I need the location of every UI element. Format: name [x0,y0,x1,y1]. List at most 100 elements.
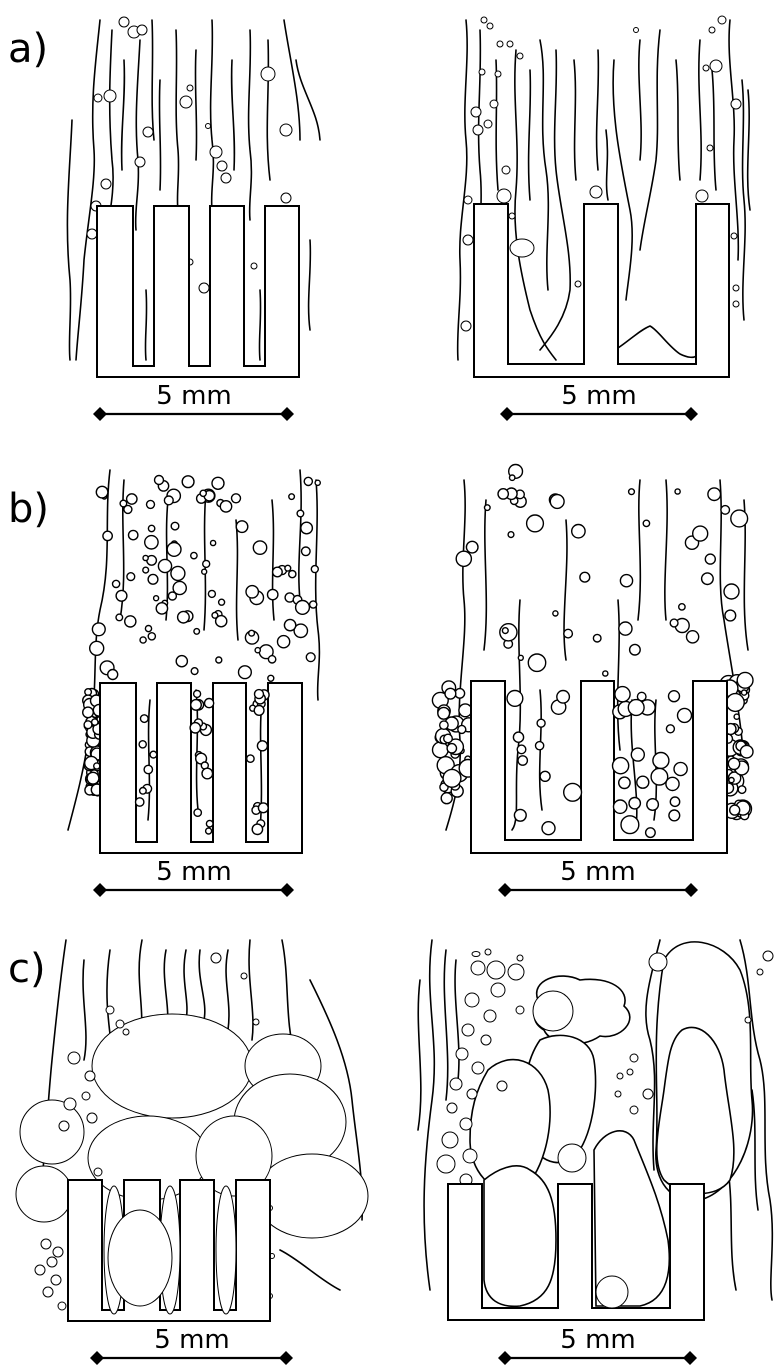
scale-label: 5 mm [560,857,635,887]
vapor-bubble [702,573,714,585]
vapor-bubble [113,580,120,587]
vapor-bubble [143,567,149,573]
vapor-bubble [580,572,590,582]
vapor-bubble [666,777,679,790]
vapor-bubble [116,590,127,601]
vapor-bubble [508,532,514,538]
panel-c-right: 5 mm [418,940,773,1358]
vapor-bubble [666,725,674,733]
vapor-bubble [301,522,313,534]
vapor-bubble [284,619,295,630]
vapor-bubble [220,501,231,512]
vapor-bubble [651,768,668,785]
vapor-bubble [557,691,570,704]
vapor-bubble [433,742,449,758]
vapor-bubble [459,704,472,717]
vapor-bubble [687,631,699,643]
vapor-bubble [629,798,640,809]
vapor-bubble [564,629,573,638]
panel-a-left: 5 mm [67,17,320,414]
vapor-bubble [726,694,744,712]
vapor-bubble [653,753,669,769]
vapor-bubble [740,745,753,758]
vapor-bubble [708,488,721,501]
vapor-bubble [156,603,167,614]
vapor-bubble [85,689,92,696]
scale-label: 5 mm [156,381,231,411]
vapor-bubble [628,700,644,716]
vapor-bubble [257,741,267,751]
fin-structure [474,204,729,377]
vapor-bubble [438,707,450,719]
vapor-bubble [127,573,135,581]
vapor-bubble [444,734,453,743]
vapor-bubble [443,769,461,787]
vapor-bubble [164,496,173,505]
vapor-bubble [620,575,632,587]
vapor-bubble [268,656,275,663]
vapor-bubble [190,723,200,733]
vapor-bubble [615,687,630,702]
vapor-bubble [253,541,266,554]
in-slot-bubbles [136,690,270,835]
vapor-bubble [646,828,656,838]
vapor-bubble [94,763,100,769]
vapor-bubble [537,719,545,727]
vapor-bubble [158,559,171,572]
vapor-bubble [145,536,158,549]
vapor-bubble [738,786,746,794]
panel-b-right: 5 mm [432,465,753,891]
vapor-bubble [194,629,200,635]
vapor-bubble [669,810,680,821]
vapor-bubble [447,744,456,753]
vapor-bubble [542,822,555,835]
vapor-bubble [255,690,264,699]
vapor-bubble [108,670,118,680]
vapor-bubble [536,742,544,750]
vapor-bubble [675,489,680,494]
scale-label: 5 mm [154,1325,229,1355]
vapor-bubble [647,799,659,811]
vapor-bubble [205,699,214,708]
vapor-bubble [458,725,466,733]
vapor-bubble [103,531,112,540]
vapor-bubble [249,630,255,636]
vapor-bubble [572,525,585,538]
vapor-bubble [603,671,608,676]
vapor-bubble [96,486,108,498]
vapor-bubble [289,571,296,578]
vapor-bubble [191,552,197,558]
vapor-bubble [540,771,550,781]
vapor-bubble [674,762,687,775]
vapor-bubble [206,820,213,827]
vapor-bubble [273,567,283,577]
vapor-bubble [150,751,157,758]
vapor-bubble [127,494,137,504]
vapor-bubble [232,494,241,503]
vapor-bubble [296,601,310,615]
vapor-bubble [302,547,311,556]
vapor-bubble [278,636,290,648]
vapor-bubble [564,783,582,801]
panel-a-right: 5 mm [458,16,750,414]
vapor-bubble [728,758,739,769]
vapor-bubble [730,805,740,815]
vapor-bubble [285,565,291,571]
vapor-bubble [528,654,545,671]
vapor-bubble [140,637,146,643]
vapor-bubble [211,540,216,545]
vapor-bubble [734,714,739,719]
vapor-bubble [202,569,207,574]
vapor-bubble [87,772,99,784]
vapor-bubble [125,616,136,627]
scale-label: 5 mm [560,1325,635,1355]
vapor-bubble [148,633,155,640]
liquid-interface [618,326,696,357]
vapor-bubble [90,641,104,655]
vapor-bubble [614,800,627,813]
vapor-bubble [203,560,210,567]
vapor-bubble [182,476,194,488]
vapor-bubble [84,721,92,729]
vapor-bubble [553,611,558,616]
vapor-bubble [742,690,747,695]
